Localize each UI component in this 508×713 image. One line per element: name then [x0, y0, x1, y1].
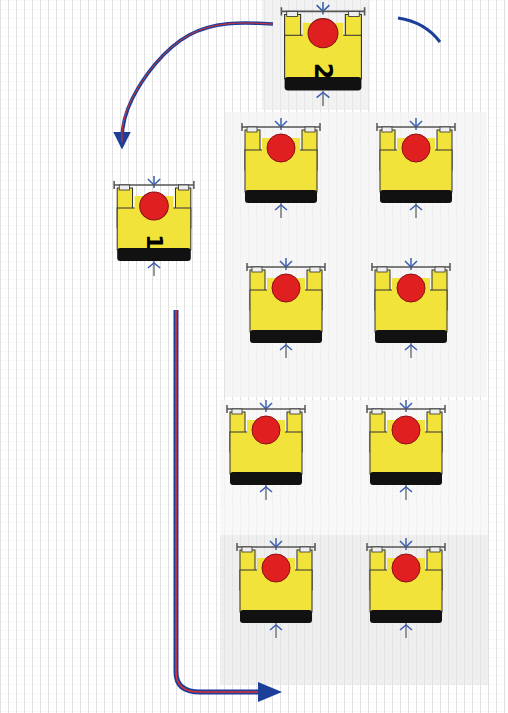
arrow-core — [122, 23, 273, 142]
tractor-symbol — [275, 2, 371, 106]
turn-arrow — [122, 23, 273, 146]
vehicle-number: 2 — [311, 62, 335, 79]
tractor-node: 2 — [275, 2, 371, 106]
travel-arrow — [176, 310, 282, 702]
vehicle-number: 1 — [143, 234, 165, 249]
tractor-group — [227, 118, 455, 638]
tractor-symbol — [108, 176, 200, 276]
tractor-node: 1 — [108, 176, 200, 276]
turn-arc — [398, 18, 440, 42]
